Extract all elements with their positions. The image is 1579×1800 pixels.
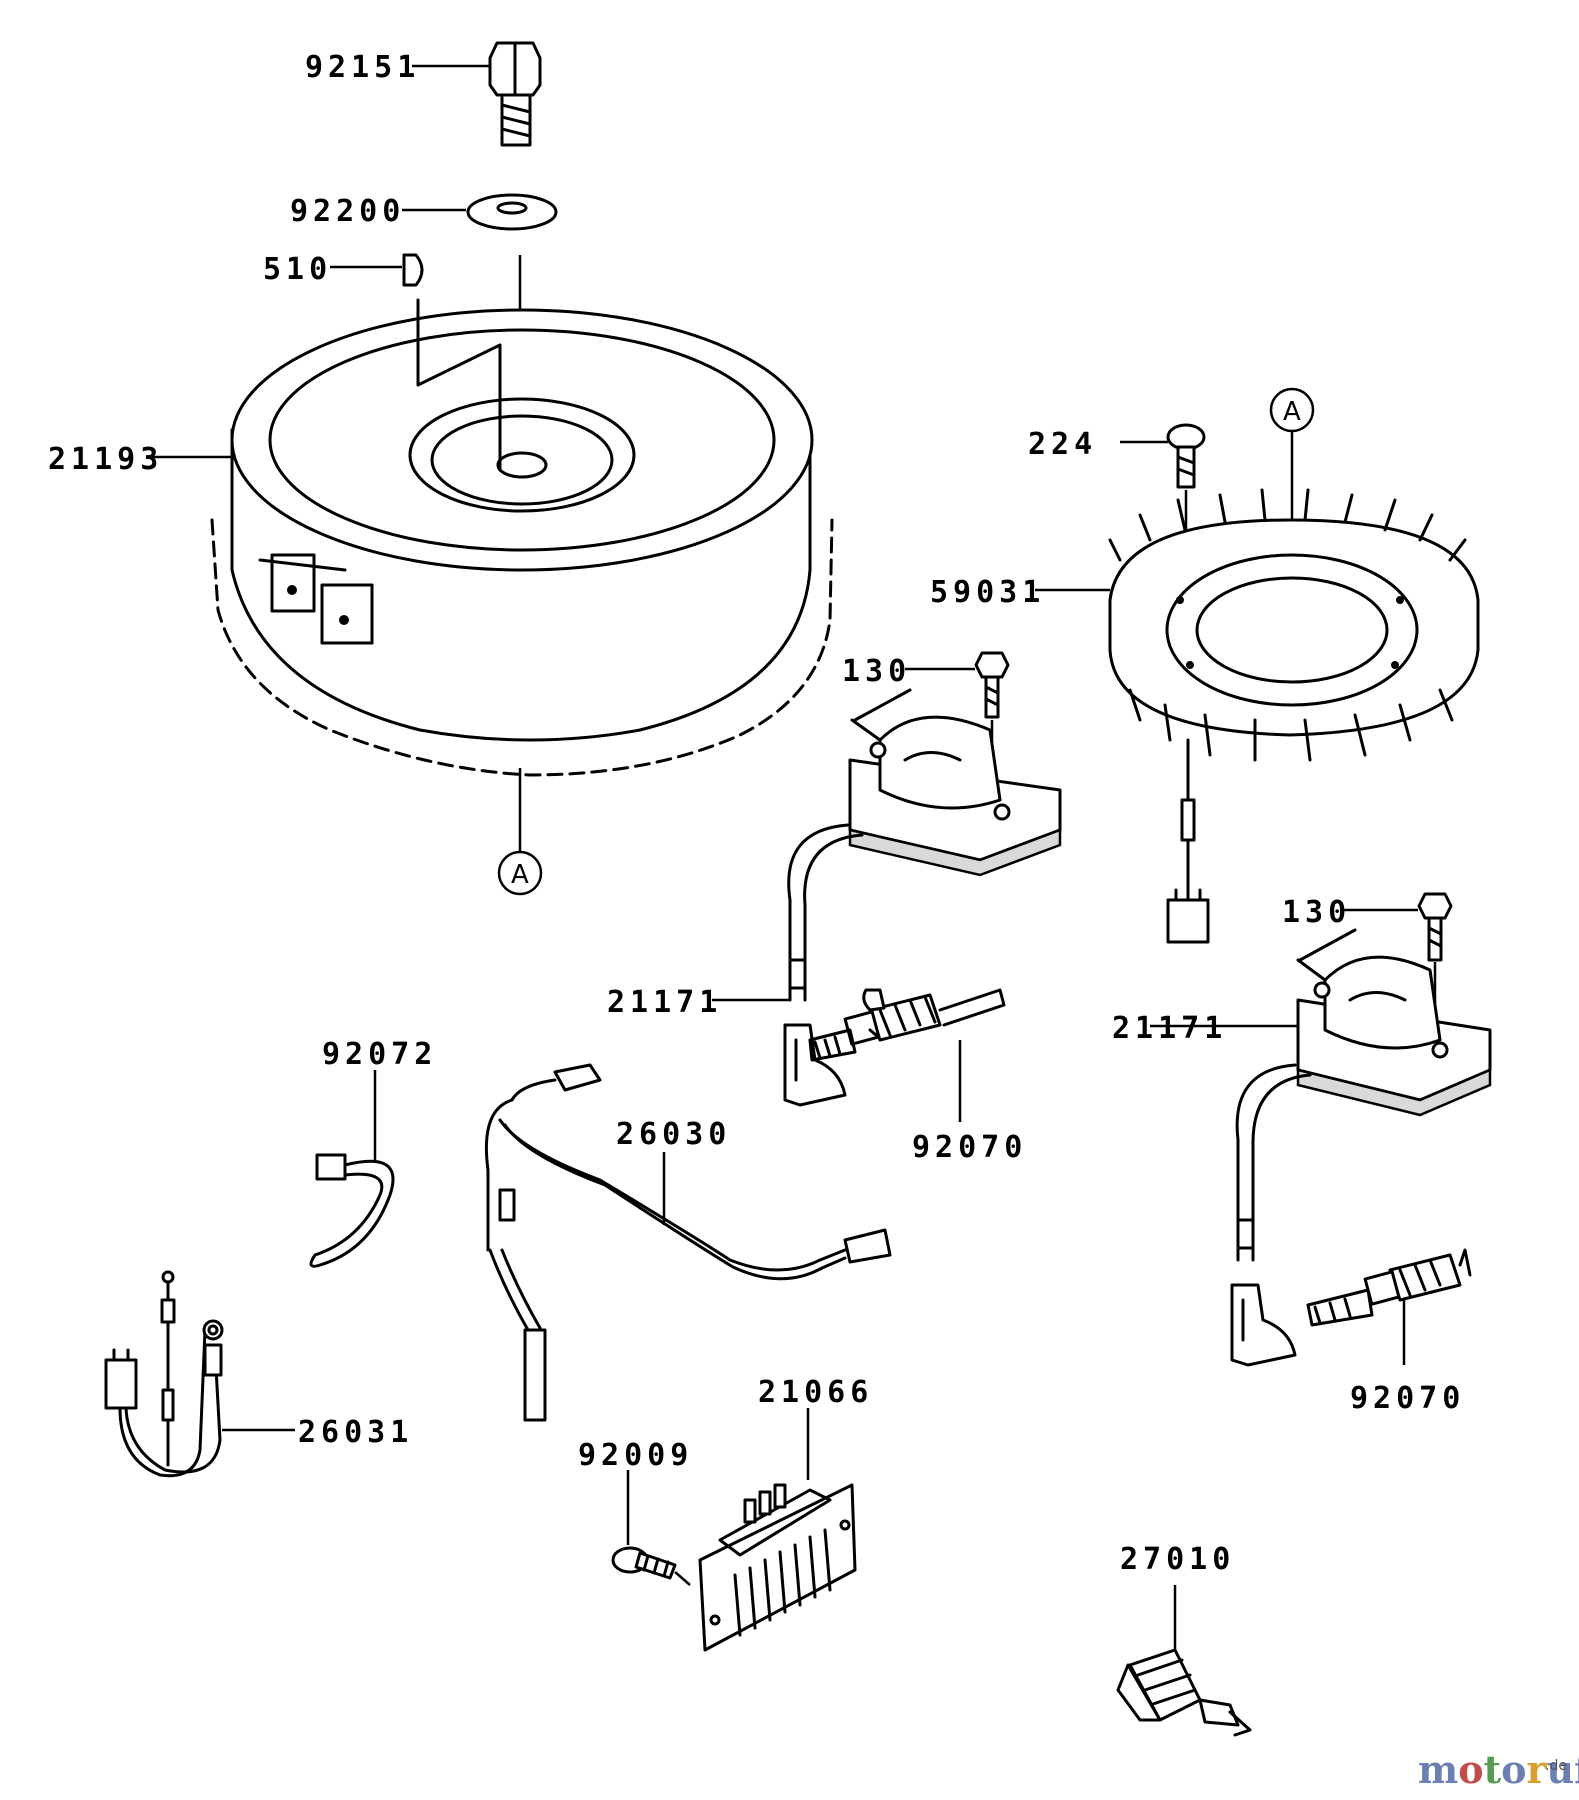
harness-26031 (104, 1270, 224, 1478)
screw-130-coil-1 (974, 651, 1010, 719)
watermark-logo: motoruf .de (1418, 1747, 1579, 1792)
label-59031: 59031 (930, 575, 1045, 610)
key-510 (402, 253, 424, 287)
spark-plug-92070-2 (1306, 1248, 1472, 1327)
label-21171-coil-1: 21171 (607, 985, 722, 1020)
flywheel-21193 (210, 298, 834, 777)
label-92072: 92072 (322, 1037, 437, 1072)
stator-59031 (1108, 488, 1480, 944)
watermark-suffix: .de (1545, 1758, 1567, 1774)
label-26031: 26031 (298, 1415, 413, 1450)
ignition-coil-21171-2 (1230, 928, 1492, 1367)
screw-92009 (611, 1546, 677, 1580)
label-92200: 92200 (290, 194, 405, 229)
label-21066: 21066 (758, 1375, 873, 1410)
reference-mark-a-flywheel (497, 850, 543, 896)
label-224: 224 (1028, 427, 1097, 462)
label-21171-coil-2: 21171 (1112, 1011, 1227, 1046)
reference-mark-a-flywheel-label: A (511, 860, 529, 890)
label-92070-plug-1: 92070 (912, 1130, 1027, 1165)
label-27010: 27010 (1120, 1542, 1235, 1577)
label-92009: 92009 (578, 1438, 693, 1473)
spark-plug-92070-1 (808, 988, 1006, 1062)
lead-wire-26030 (484, 1063, 892, 1422)
pressure-switch-27010 (1116, 1648, 1252, 1737)
ignition-coil-21171-1 (783, 688, 1062, 1107)
label-510: 510 (263, 252, 332, 287)
screw-224 (1166, 423, 1206, 489)
regulator-21066 (698, 1483, 857, 1652)
label-21193: 21193 (48, 442, 163, 477)
reference-mark-a-stator-label: A (1283, 397, 1301, 427)
label-26030: 26030 (616, 1117, 731, 1152)
washer-92200 (466, 193, 558, 231)
label-92070-plug-2: 92070 (1350, 1381, 1465, 1416)
label-92151: 92151 (305, 50, 420, 85)
label-130-coil-1: 130 (842, 654, 911, 689)
clamp-92072 (309, 1153, 395, 1268)
label-130-coil-2: 130 (1282, 895, 1351, 930)
watermark-brand: motoruf (1418, 1747, 1579, 1792)
bolt-92151 (488, 41, 542, 147)
screw-130-coil-2 (1417, 892, 1453, 962)
